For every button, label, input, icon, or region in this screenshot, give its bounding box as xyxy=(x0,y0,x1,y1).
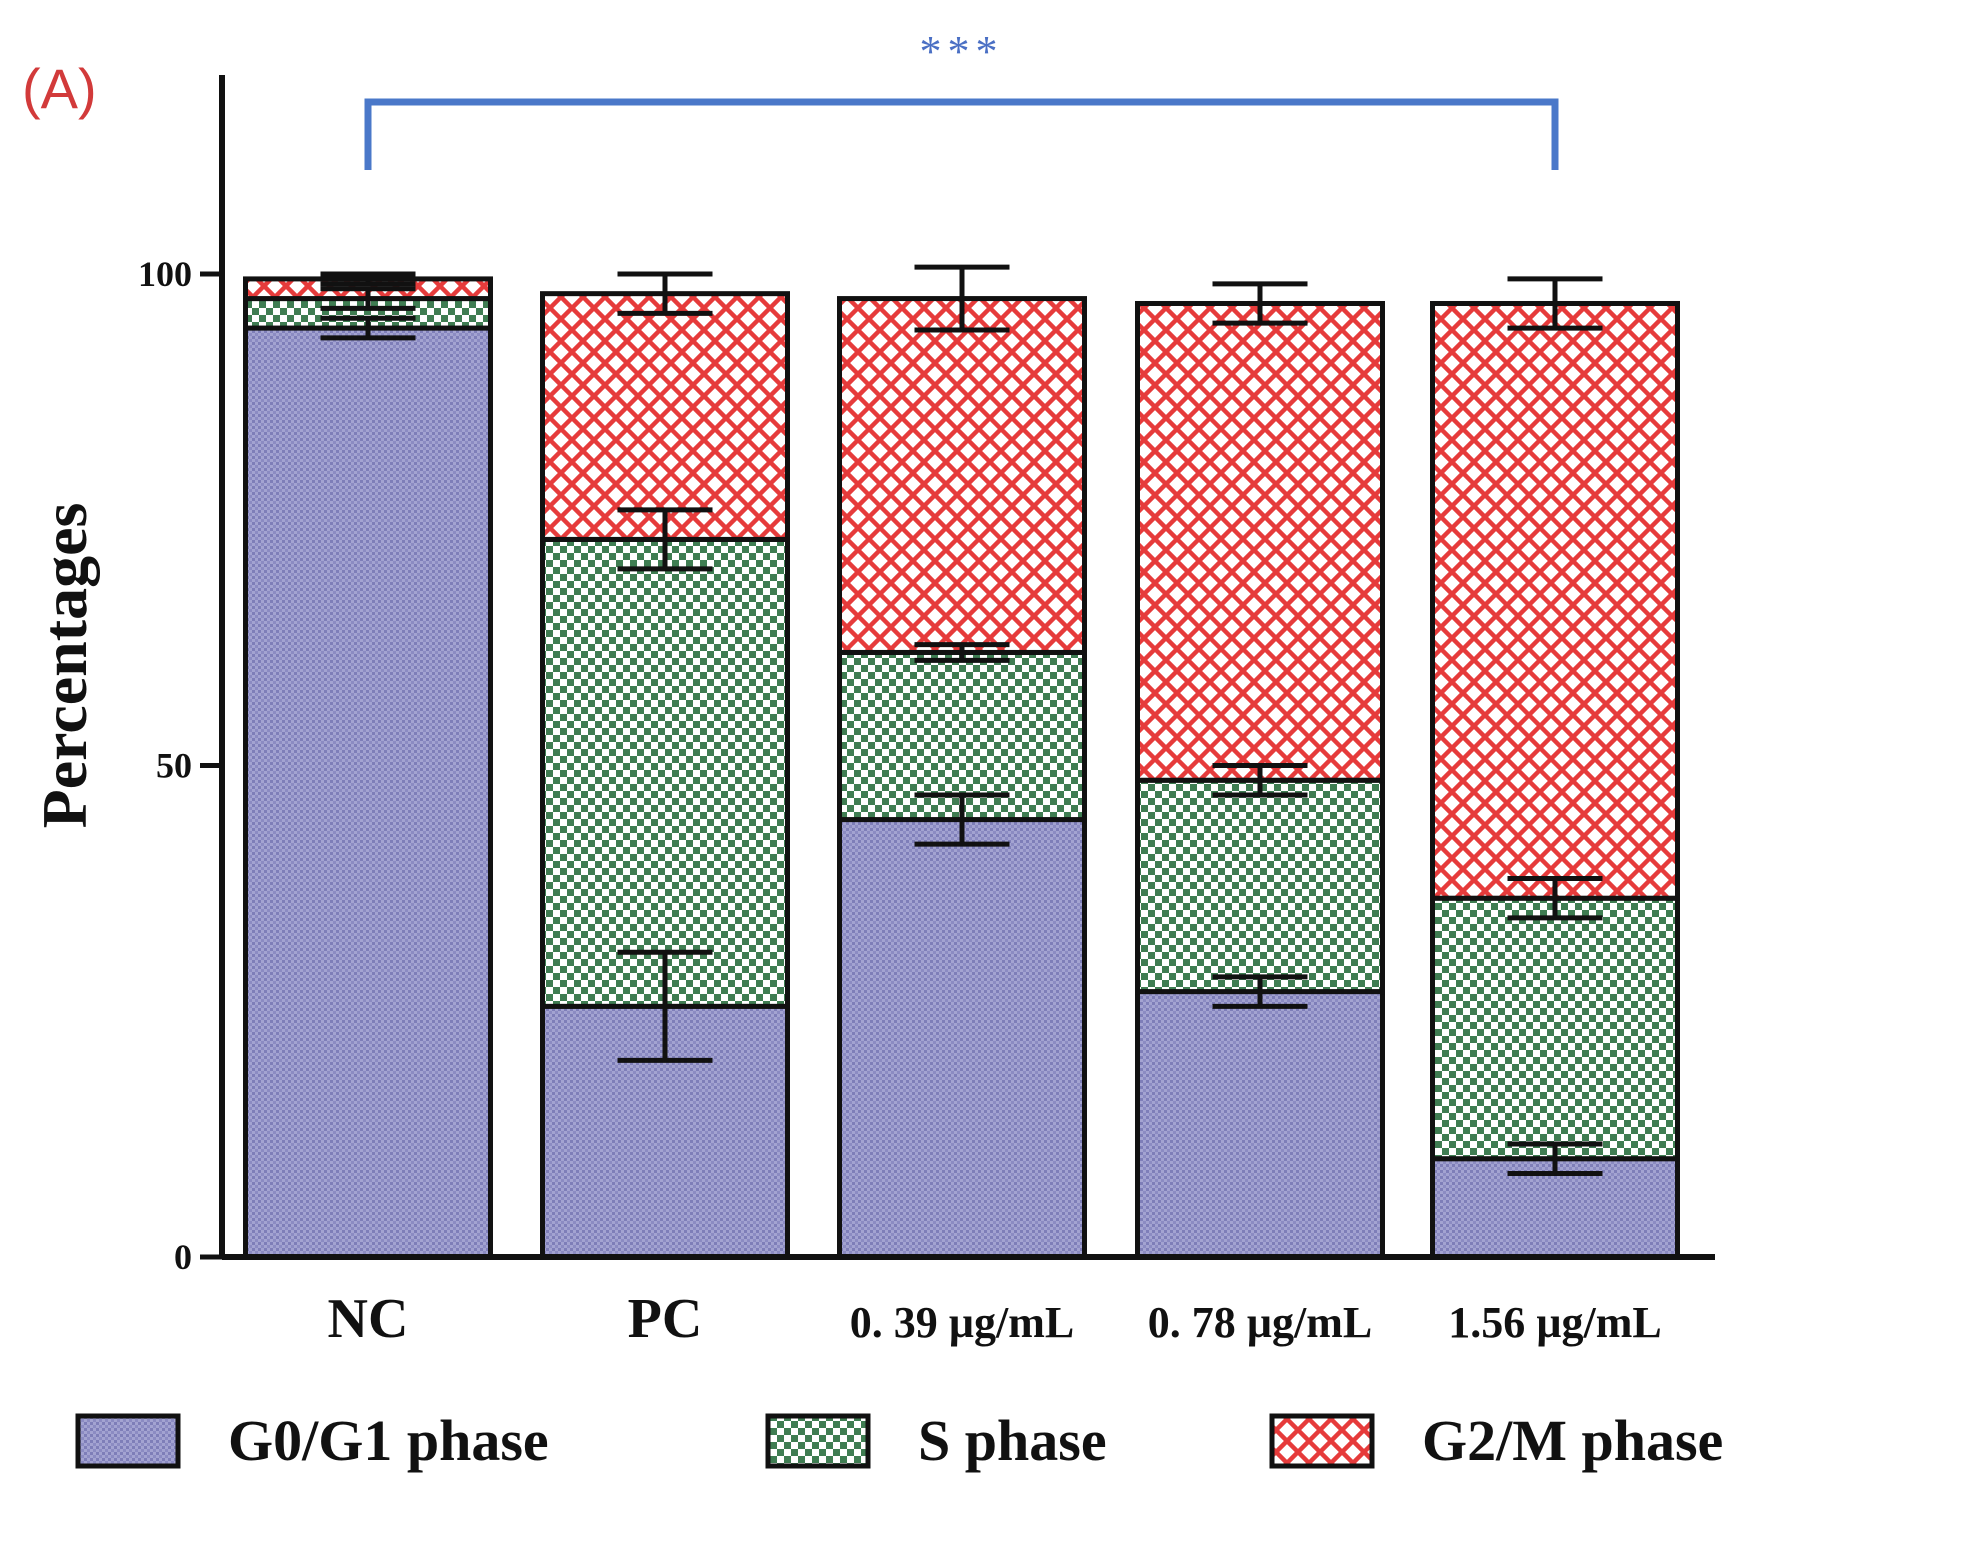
error-bar-g0-g1-phase-0-78-g-ml xyxy=(1212,974,1308,1009)
error-bar-g2-m-phase-1-56-g-ml xyxy=(1507,276,1603,331)
bar-g2-m-phase-0-39-g-ml xyxy=(837,296,1087,655)
legend-swatch xyxy=(765,1413,871,1469)
legend-item-g2-m-phase: G2/M phase xyxy=(1269,1408,1723,1473)
legend-item-s-phase: S phase xyxy=(765,1408,1107,1473)
error-bars xyxy=(320,264,1603,1176)
bar-g0-g1-phase-0-78-g-ml xyxy=(1135,989,1385,1260)
bar-s-phase-0-39-g-ml xyxy=(837,649,1087,823)
axes xyxy=(219,75,1715,1260)
legend: G0/G1 phase S phase G2/M phase xyxy=(75,1408,1723,1473)
error-bar-g2-m-phase-0-39-g-ml xyxy=(914,264,1010,333)
y-axis-label: Percentages xyxy=(29,503,100,829)
bar-s-phase-0-78-g-ml xyxy=(1135,777,1385,995)
bar-g0-g1-phase-nc xyxy=(243,325,493,1260)
error-bar-s-phase-1-56-g-ml xyxy=(1507,876,1603,921)
y-axis-ticks: 0 50 100 xyxy=(138,254,222,1277)
error-bar-s-phase-0-78-g-ml xyxy=(1212,763,1308,798)
x-tick-label-nc: NC xyxy=(328,1288,409,1350)
error-bar-g2-m-phase-nc xyxy=(320,271,416,287)
significance-label: *** xyxy=(920,27,1004,76)
error-bar-g2-m-phase-0-78-g-ml xyxy=(1212,281,1308,326)
error-bar-g0-g1-phase-1-56-g-ml xyxy=(1507,1141,1603,1176)
error-bar-s-phase-0-39-g-ml xyxy=(914,642,1010,663)
error-bar-g0-g1-phase-pc xyxy=(617,949,713,1063)
legend-label: G0/G1 phase xyxy=(228,1408,549,1473)
legend-swatch xyxy=(75,1413,181,1469)
error-bar-s-phase-nc xyxy=(320,286,416,311)
bar-g0-g1-phase-0-39-g-ml xyxy=(837,817,1087,1260)
legend-swatch xyxy=(1269,1413,1375,1469)
error-bar-g2-m-phase-pc xyxy=(617,271,713,316)
bar-g2-m-phase-0-78-g-ml xyxy=(1135,300,1385,783)
x-tick-label-0-39-g-ml: 0. 39 µg/mL xyxy=(850,1298,1075,1347)
x-tick-label-1-56-g-ml: 1.56 µg/mL xyxy=(1448,1298,1662,1347)
legend-label: S phase xyxy=(918,1408,1107,1473)
x-tick-label-0-78-g-ml: 0. 78 µg/mL xyxy=(1148,1298,1373,1347)
y-tick-label: 100 xyxy=(138,254,192,294)
y-tick-label: 0 xyxy=(174,1237,192,1277)
error-bar-s-phase-pc xyxy=(617,507,713,572)
legend-item-g0-g1-phase: G0/G1 phase xyxy=(75,1408,549,1473)
error-bar-g0-g1-phase-0-39-g-ml xyxy=(914,792,1010,847)
legend-label: G2/M phase xyxy=(1422,1408,1723,1473)
significance-bracket: *** xyxy=(364,27,1559,170)
bar-g2-m-phase-1-56-g-ml xyxy=(1430,300,1680,901)
error-bar-g0-g1-phase-nc xyxy=(320,315,416,341)
x-tick-label-pc: PC xyxy=(628,1288,703,1350)
y-tick-label: 50 xyxy=(156,746,192,786)
bar-s-phase-pc xyxy=(540,536,790,1009)
x-axis-ticks: NC PC 0. 39 µg/mL 0. 78 µg/mL 1.56 µg/mL xyxy=(328,1288,1662,1350)
bar-s-phase-1-56-g-ml xyxy=(1430,895,1680,1162)
significance-bracket-line xyxy=(364,98,1559,170)
bars xyxy=(243,276,1680,1260)
bar-g2-m-phase-pc xyxy=(540,291,790,542)
panel-label: (A) xyxy=(22,57,97,120)
